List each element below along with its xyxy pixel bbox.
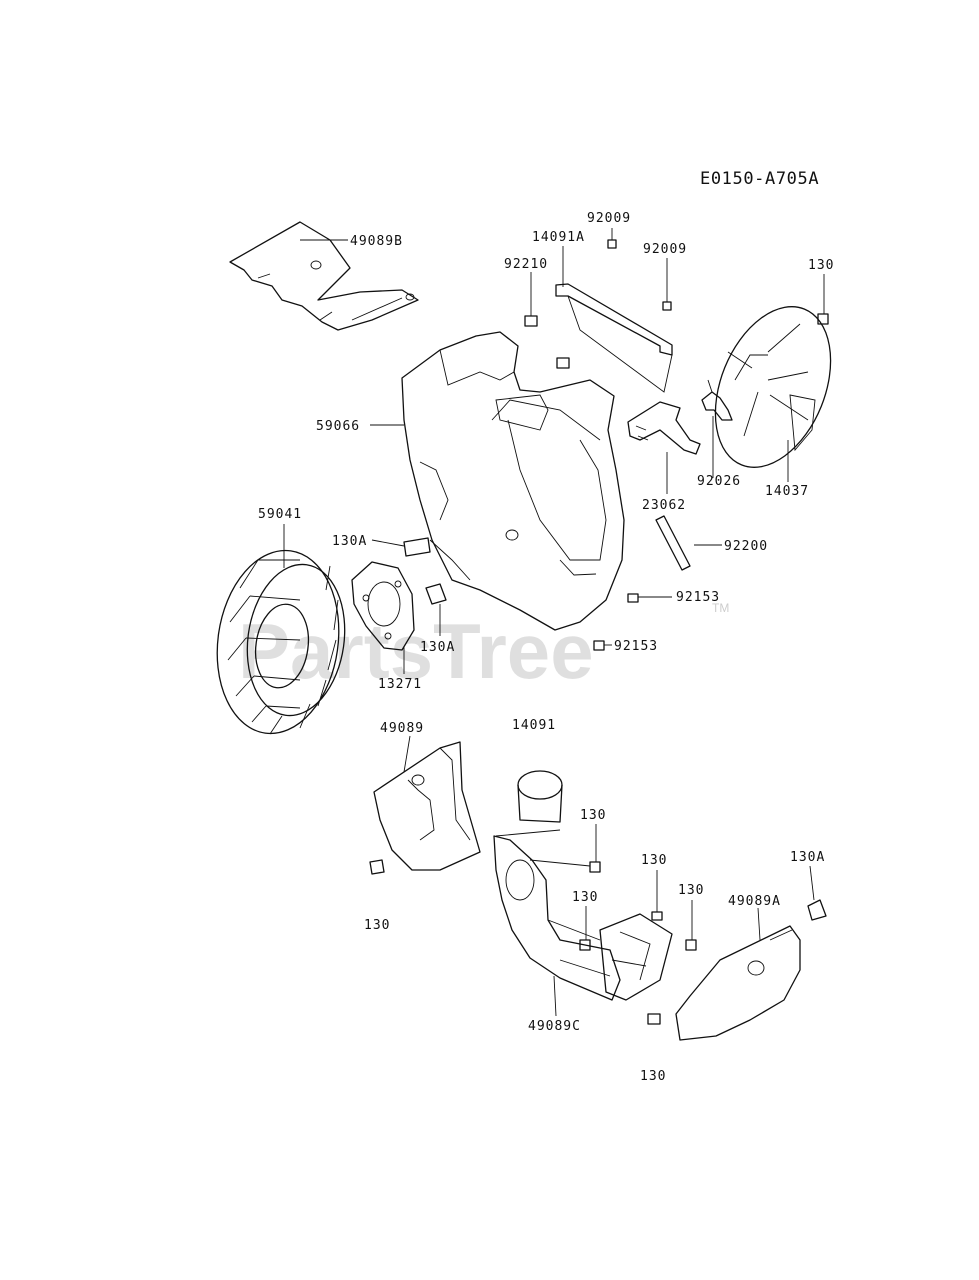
part-92026-drawing bbox=[701, 379, 733, 421]
part-49089A-drawing bbox=[675, 925, 801, 1041]
label-130-top: 130 bbox=[808, 258, 834, 273]
part-bracket-drawing bbox=[599, 913, 673, 1001]
part-49089-drawing bbox=[369, 741, 481, 875]
bolts-130A-drawing bbox=[403, 537, 827, 921]
part-14091-drawing bbox=[517, 770, 563, 823]
watermark: PartsTree bbox=[238, 607, 594, 695]
label-130-c: 130 bbox=[641, 853, 667, 868]
label-14037: 14037 bbox=[765, 484, 809, 499]
screws-lower-drawing bbox=[579, 861, 697, 1025]
screws-top-drawing bbox=[524, 239, 829, 369]
part-23062-drawing bbox=[627, 401, 701, 455]
watermark-trademark: TM bbox=[712, 601, 729, 615]
screws-92153-drawing bbox=[593, 593, 639, 651]
part-49089B-drawing bbox=[229, 221, 419, 331]
label-92009-a: 92009 bbox=[587, 211, 631, 226]
label-49089B: 49089B bbox=[350, 234, 403, 249]
label-14091A: 14091A bbox=[532, 230, 585, 245]
label-92210: 92210 bbox=[504, 257, 548, 272]
label-130-e: 130 bbox=[572, 890, 598, 905]
label-130A-a: 130A bbox=[332, 534, 367, 549]
label-130-d: 130 bbox=[678, 883, 704, 898]
label-130-b: 130 bbox=[580, 808, 606, 823]
label-130-f: 130 bbox=[364, 918, 390, 933]
label-49089A: 49089A bbox=[728, 894, 781, 909]
label-92153-a: 92153 bbox=[676, 590, 720, 605]
label-92026: 92026 bbox=[697, 474, 741, 489]
label-23062: 23062 bbox=[642, 498, 686, 513]
part-92200-drawing bbox=[655, 515, 691, 571]
label-130-g: 130 bbox=[640, 1069, 666, 1084]
label-130A-c: 130A bbox=[790, 850, 825, 865]
label-59066: 59066 bbox=[316, 419, 360, 434]
part-59041-drawing bbox=[216, 549, 346, 735]
label-59041: 59041 bbox=[258, 507, 302, 522]
label-92153-b: 92153 bbox=[614, 639, 658, 654]
label-13271: 13271 bbox=[378, 677, 422, 692]
part-14037-drawing bbox=[714, 306, 832, 468]
label-130A-b: 130A bbox=[420, 640, 455, 655]
part-13271-drawing bbox=[351, 561, 415, 651]
diagram-code: E0150-A705A bbox=[700, 169, 819, 189]
part-49089C-drawing bbox=[493, 835, 621, 1001]
part-59066-drawing bbox=[401, 331, 625, 631]
label-14091: 14091 bbox=[512, 718, 556, 733]
label-49089: 49089 bbox=[380, 721, 424, 736]
label-92200: 92200 bbox=[724, 539, 768, 554]
label-92009-b: 92009 bbox=[643, 242, 687, 257]
part-14091A-drawing bbox=[555, 283, 673, 393]
leader-lines bbox=[283, 228, 825, 1017]
label-49089C: 49089C bbox=[528, 1019, 581, 1034]
